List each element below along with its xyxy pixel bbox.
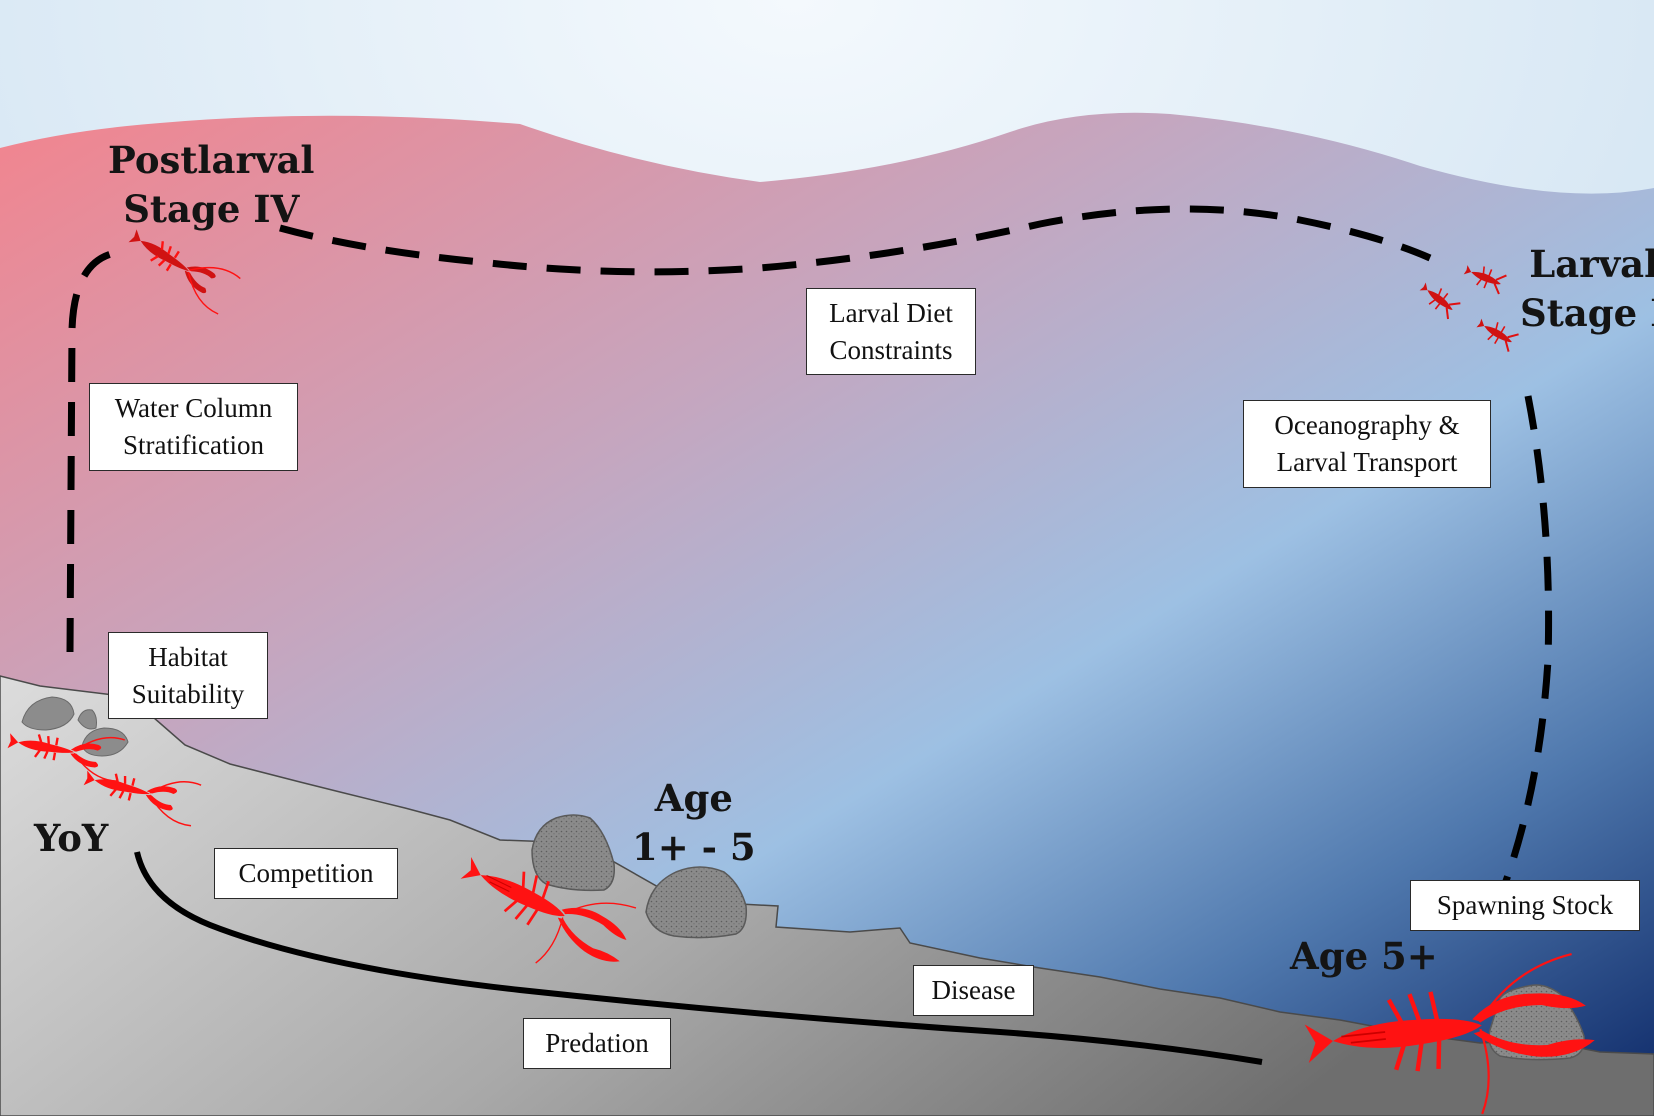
rock-cluster-mid: [531, 814, 748, 939]
predation-box: Predation: [523, 1018, 671, 1069]
competition-box: Competition: [214, 848, 398, 899]
larval-stage-label: Larval Stage I: [1520, 242, 1654, 335]
growth-path: [134, 851, 1263, 1065]
yoy-label: YoY: [34, 816, 109, 860]
larval-dispersal-path: [66, 205, 1553, 894]
postlarval-stage-label: Postlarval Stage IV: [108, 138, 315, 231]
spawning-stock-box: Spawning Stock: [1410, 880, 1640, 931]
oceanography-larval-transport-box: Oceanography &Larval Transport: [1243, 400, 1491, 488]
age-juvenile-label: Age 1+ - 5: [632, 776, 756, 869]
disease-box: Disease: [913, 965, 1034, 1016]
age-adult-label: Age 5+: [1290, 934, 1438, 978]
